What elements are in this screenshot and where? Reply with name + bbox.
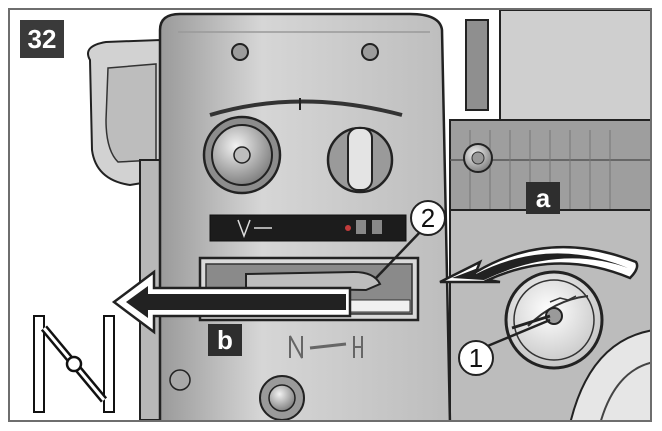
needle-position-n-icon <box>33 315 115 413</box>
machine-illustration <box>33 10 650 420</box>
rotate-arrow-icon <box>439 245 639 284</box>
illustration-frame: 32 a b 2 1 <box>8 8 652 422</box>
label-a: a <box>526 182 560 214</box>
callout-2: 2 <box>410 200 446 236</box>
callout-1: 1 <box>458 340 494 376</box>
label-b: b <box>208 324 242 356</box>
figure-number: 32 <box>20 20 64 58</box>
arrow-left-icon <box>111 269 352 335</box>
